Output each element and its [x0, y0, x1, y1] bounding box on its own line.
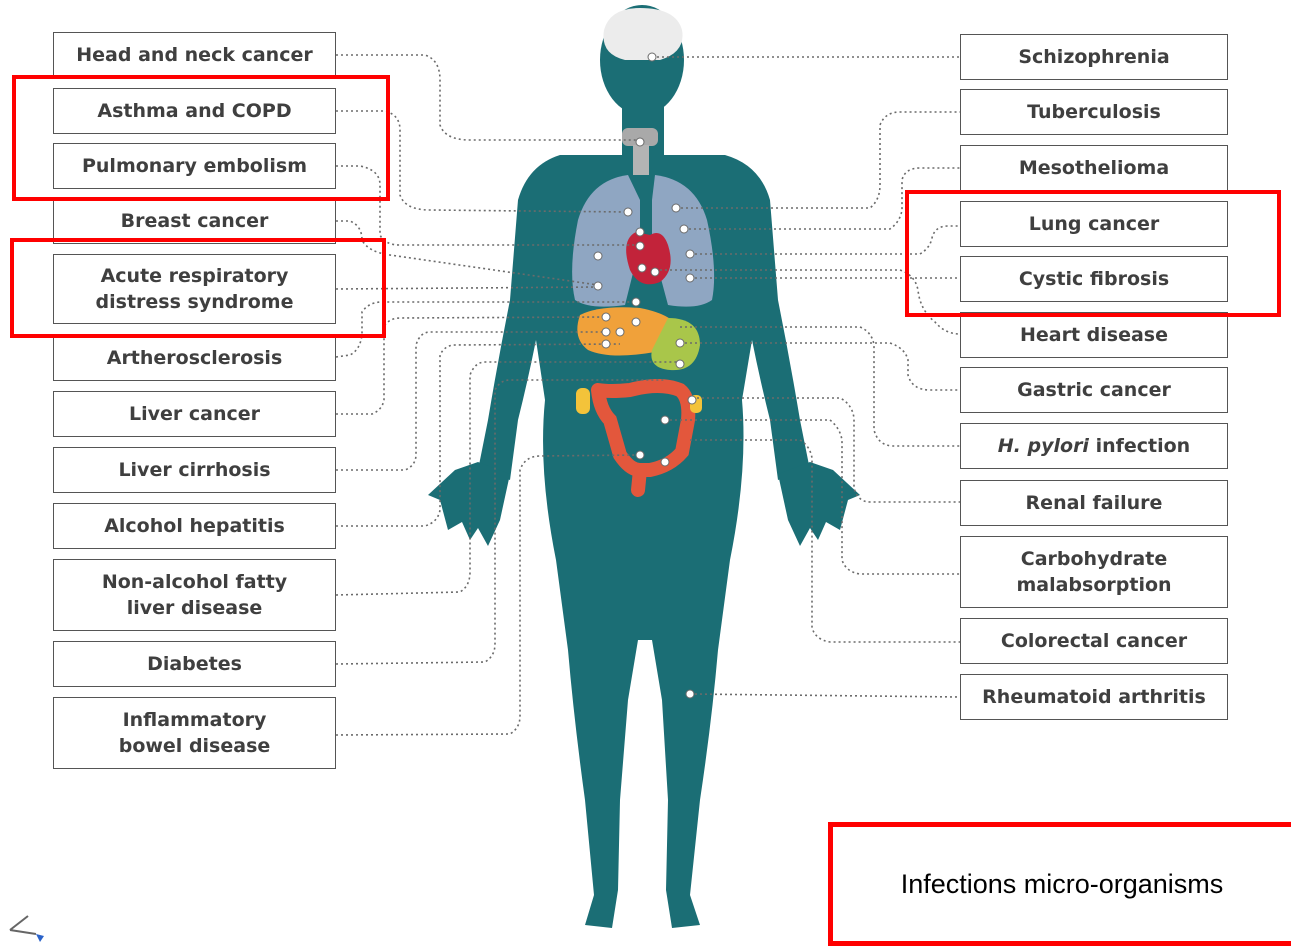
label-head-neck-cancer: Head and neck cancer	[53, 32, 336, 78]
brain	[603, 8, 682, 60]
label-ibd: Inflammatory bowel disease	[53, 697, 336, 769]
label-diabetes: Diabetes	[53, 641, 336, 687]
label-renal-failure: Renal failure	[960, 480, 1228, 526]
highlight-ards	[10, 238, 386, 338]
highlight-lung-cystic	[905, 190, 1281, 317]
label-carbohydrate-malabsorption: Carbohydrate malabsorption	[960, 536, 1228, 608]
corner-logo-icon	[6, 902, 46, 942]
label-gastric-cancer: Gastric cancer	[960, 367, 1228, 413]
label-alcohol-hepatitis: Alcohol hepatitis	[53, 503, 336, 549]
label-tuberculosis: Tuberculosis	[960, 89, 1228, 135]
legend-text: Infections micro-organisms	[901, 869, 1224, 900]
label-nafld: Non-alcohol fatty liver disease	[53, 559, 336, 631]
label-artherosclerosis: Artherosclerosis	[53, 335, 336, 381]
legend-infections: Infections micro-organisms	[828, 822, 1291, 946]
label-heart-disease: Heart disease	[960, 312, 1228, 358]
h-pylori-italic: H. pylori	[998, 433, 1089, 459]
h-pylori-suffix: infection	[1089, 433, 1190, 459]
label-rheumatoid-arthritis: Rheumatoid arthritis	[960, 674, 1228, 720]
label-schizophrenia: Schizophrenia	[960, 34, 1228, 80]
highlight-asthma-pulmonary	[12, 75, 390, 201]
label-liver-cancer: Liver cancer	[53, 391, 336, 437]
label-liver-cirrhosis: Liver cirrhosis	[53, 447, 336, 493]
label-colorectal-cancer: Colorectal cancer	[960, 618, 1228, 664]
label-h-pylori-infection: H. pylori infection	[960, 423, 1228, 469]
label-mesothelioma: Mesothelioma	[960, 145, 1228, 191]
